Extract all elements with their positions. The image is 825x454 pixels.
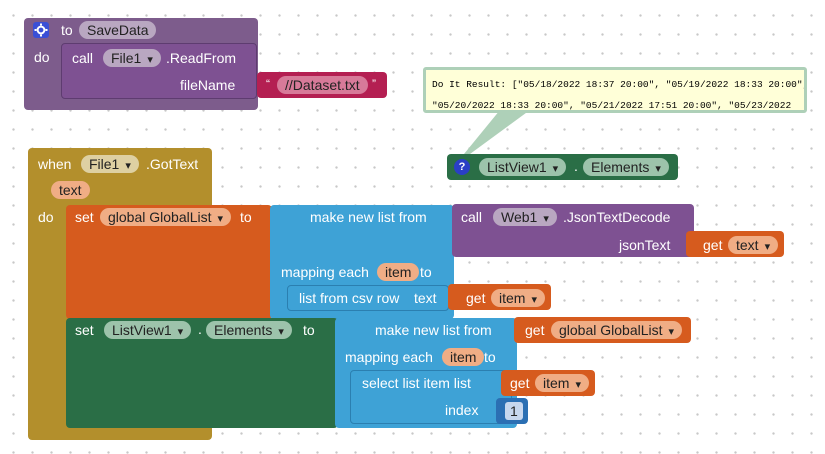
mapping-to-keyword: to — [420, 264, 432, 280]
get-text-keyword: get — [703, 237, 723, 253]
gear-icon[interactable] — [33, 22, 49, 38]
select-get-keyword: get — [510, 375, 530, 391]
file1-component-dropdown[interactable]: File1 — [103, 49, 161, 67]
set-to-keyword: to — [240, 209, 252, 225]
lv-to-keyword: to — [303, 322, 315, 338]
lv-get-keyword: get — [525, 322, 545, 338]
dot-separator: . — [574, 158, 578, 174]
jsontext-param-label: jsonText — [619, 237, 671, 253]
web-call-keyword: call — [461, 209, 483, 225]
get-text-dropdown[interactable]: text — [728, 236, 779, 254]
call-keyword: call — [72, 50, 94, 66]
csv-row-block[interactable] — [287, 285, 449, 311]
result-line-2: "05/20/2022 18:33 20:00", "05/21/2022 17… — [432, 100, 792, 111]
index-param-label: index — [445, 402, 479, 418]
lv-mapping-to-keyword: to — [484, 349, 496, 365]
global-var-dropdown[interactable]: global GlobalList — [100, 208, 232, 226]
call-web-jsondecode-block[interactable] — [452, 204, 694, 257]
set-keyword: set — [75, 209, 94, 225]
lv-make-list-label: make new list from — [375, 322, 492, 338]
get-item-dropdown[interactable]: item — [491, 289, 545, 307]
result-line-1: Do It Result: ["05/18/2022 18:37 20:00",… — [432, 79, 807, 90]
procedure-name-field[interactable]: SaveData — [79, 21, 157, 39]
lv-mapping-each-label: mapping each — [345, 349, 433, 365]
get-keyword: get — [466, 290, 486, 306]
csv-row-label: list from csv row — [299, 290, 400, 306]
elements-property-dropdown[interactable]: Elements — [583, 158, 669, 176]
text-param-chip[interactable]: text — [51, 181, 90, 199]
bubble-tail — [455, 110, 530, 165]
web1-component-dropdown[interactable]: Web1 — [493, 208, 557, 226]
lv-dot-separator: . — [198, 321, 202, 337]
get-global-var-dropdown[interactable]: global GlobalList — [551, 321, 683, 339]
gottext-event-label: .GotText — [146, 156, 199, 172]
help-question-icon[interactable]: ? — [454, 159, 470, 175]
item-var-chip[interactable]: item — [377, 263, 420, 281]
file1-event-component-dropdown[interactable]: File1 — [81, 155, 139, 173]
select-list-item-block[interactable] — [350, 370, 512, 424]
text-value-field[interactable]: //Dataset.txt — [277, 76, 368, 94]
lv-item-var-chip[interactable]: item — [442, 348, 485, 366]
do-it-result-bubble: Do It Result: ["05/18/2022 18:37 20:00",… — [423, 67, 807, 113]
lv-set-keyword: set — [75, 322, 94, 338]
csv-text-param-label: text — [414, 290, 437, 306]
to-keyword: to — [61, 22, 73, 38]
do-keyword: do — [34, 49, 50, 65]
make-list-label: make new list from — [310, 209, 427, 225]
lv-property-dropdown[interactable]: Elements — [206, 321, 292, 339]
lv-component-dropdown[interactable]: ListView1 — [104, 321, 192, 339]
when-keyword: when — [38, 156, 72, 172]
select-get-item-dropdown[interactable]: item — [535, 374, 589, 392]
jsontextdecode-method-label: .JsonTextDecode — [563, 209, 671, 225]
readfrom-method-label: .ReadFrom — [166, 50, 237, 66]
quote-open-glyph: “ — [266, 77, 270, 91]
event-do-keyword: do — [38, 209, 54, 225]
index-number-field[interactable]: 1 — [505, 402, 523, 420]
listview1-component-dropdown[interactable]: ListView1 — [479, 158, 567, 176]
mapping-each-label: mapping each — [281, 264, 369, 280]
filename-param-label: fileName — [180, 77, 236, 93]
select-list-item-label: select list item list — [362, 375, 471, 391]
quote-close-glyph: ” — [372, 77, 376, 91]
